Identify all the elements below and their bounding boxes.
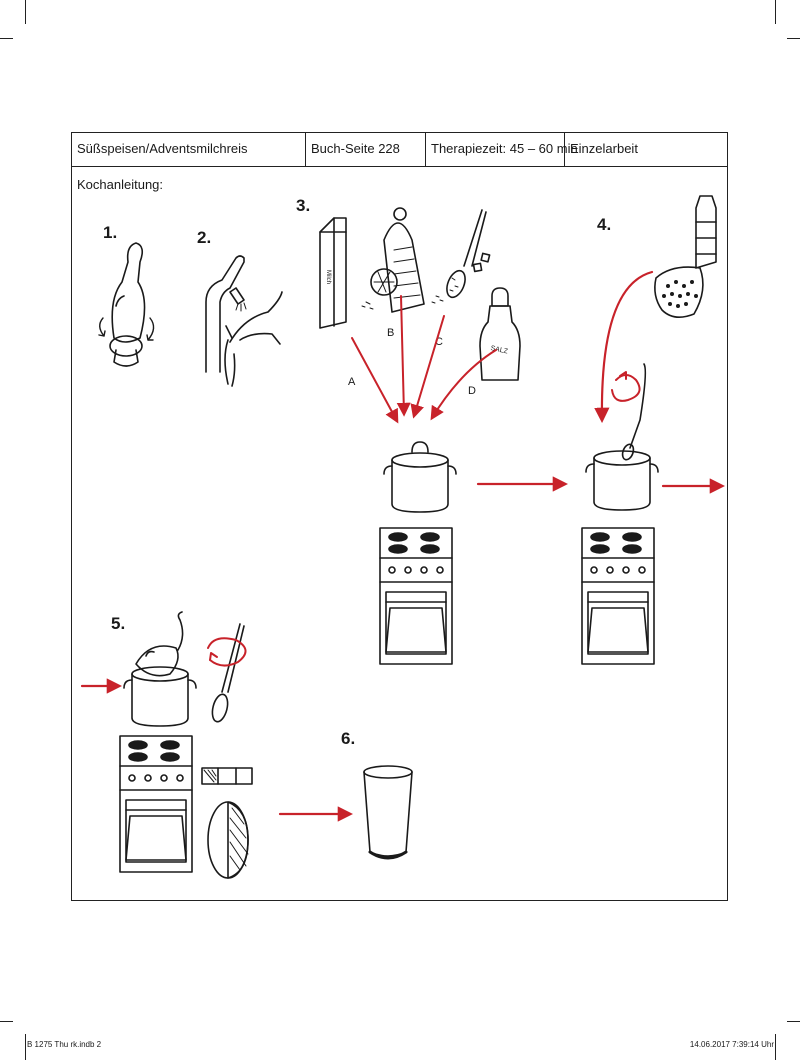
topic-cell: Süßspeisen/Adventsmilchreis: [72, 133, 306, 166]
handwashing-icon: [205, 255, 283, 387]
crop-mark: [25, 0, 26, 24]
page-ref-cell: Buch-Seite 228: [306, 133, 426, 166]
therapy-time-cell: Therapiezeit: 45 – 60 min: [426, 133, 578, 166]
worksheet-header: Süßspeisen/Adventsmilchreis Buch-Seite 2…: [72, 133, 727, 167]
crop-mark: [775, 0, 776, 24]
stove-icon: [379, 527, 453, 665]
step-1-number: 1.: [103, 223, 117, 242]
footer-timestamp: 14.06.2017 7:39:14 Uhr: [689, 1040, 774, 1049]
pot-icon: [123, 611, 197, 727]
step-3-number: 3.: [296, 196, 310, 215]
pot-icon: [585, 450, 659, 511]
step-6-number: 6.: [341, 729, 355, 748]
work-mode-cell: Einzelarbeit: [570, 141, 638, 156]
step-5-number: 5.: [111, 614, 125, 633]
apron-icon: [98, 242, 155, 367]
ingredient-label-d: D: [468, 385, 476, 397]
crop-mark: [787, 1021, 800, 1022]
salt-label: SALZ: [490, 345, 509, 356]
ingredient-label-a: A: [348, 376, 356, 388]
step-2-number: 2.: [197, 228, 211, 247]
stirring-spoon-icon: [611, 363, 647, 461]
spoon-icon: [431, 209, 491, 304]
salt-shaker-icon: SALZ: [479, 287, 521, 381]
stirring-spoon-icon: [207, 623, 247, 723]
crop-mark: [0, 38, 13, 39]
crop-mark: [787, 38, 800, 39]
serving-cup-icon: [363, 765, 413, 860]
ingredient-arrows: [351, 295, 497, 424]
step-4-number: 4.: [597, 215, 611, 234]
worksheet-frame: Süßspeisen/Adventsmilchreis Buch-Seite 2…: [71, 132, 728, 901]
crop-mark: [25, 1034, 26, 1060]
pour-arrow: [594, 270, 654, 424]
milk-carton-icon: Milch: [319, 217, 347, 329]
pot-icon: [383, 441, 457, 513]
milk-label: Milch: [325, 270, 331, 284]
grater-icon: [361, 207, 425, 313]
ingredient-label-b: B: [387, 327, 394, 339]
ingredient-label-c: C: [435, 336, 443, 348]
timer-dial-icon: [201, 767, 253, 879]
footer-file: B 1275 Thu rk.indb 2: [27, 1040, 102, 1049]
crop-mark: [0, 1021, 13, 1022]
stove-icon: [581, 527, 655, 665]
rice-bowl-icon: [654, 266, 704, 318]
stove-icon: [119, 735, 193, 873]
instructions-title: Kochanleitung:: [77, 177, 164, 192]
crop-mark: [775, 1034, 776, 1060]
milk-bottle-icon: [695, 195, 717, 269]
